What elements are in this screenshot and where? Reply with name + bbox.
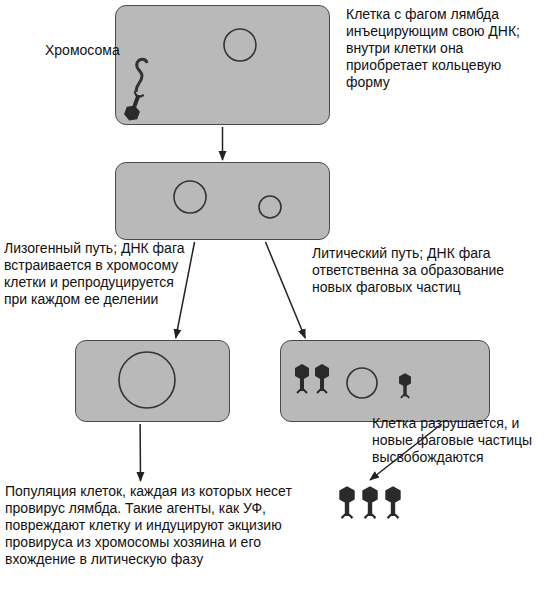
node-text: Клетка с фагом лямбда инъецирующим свою … xyxy=(346,6,541,91)
cell-box: Клетка с фагом лямбда инъецирующим свою … xyxy=(115,5,330,125)
cell-box xyxy=(75,340,230,422)
text-node: Популяция клеток, каждая из которых несе… xyxy=(5,483,313,591)
cell-box xyxy=(280,340,490,422)
edge-label: Литический путь; ДНК фага ответственна з… xyxy=(312,245,512,296)
cell-box xyxy=(115,162,330,240)
phage-symbol xyxy=(362,486,377,518)
arrow-connector xyxy=(266,242,306,338)
arrow-connector xyxy=(176,242,195,338)
part-label: Хромосома xyxy=(45,42,145,59)
edge-label: Клетка разрушается, и новые фаговые част… xyxy=(372,415,542,466)
edge-label: Лизогенный путь; ДНК фага встраивается в… xyxy=(4,240,199,308)
phage-group xyxy=(333,482,407,522)
arrow-connector xyxy=(222,127,224,160)
node-text: Популяция клеток, каждая из которых несе… xyxy=(5,483,313,568)
phage-symbol xyxy=(339,486,354,518)
arrow-connector xyxy=(139,424,141,481)
phage-symbol xyxy=(385,486,400,518)
